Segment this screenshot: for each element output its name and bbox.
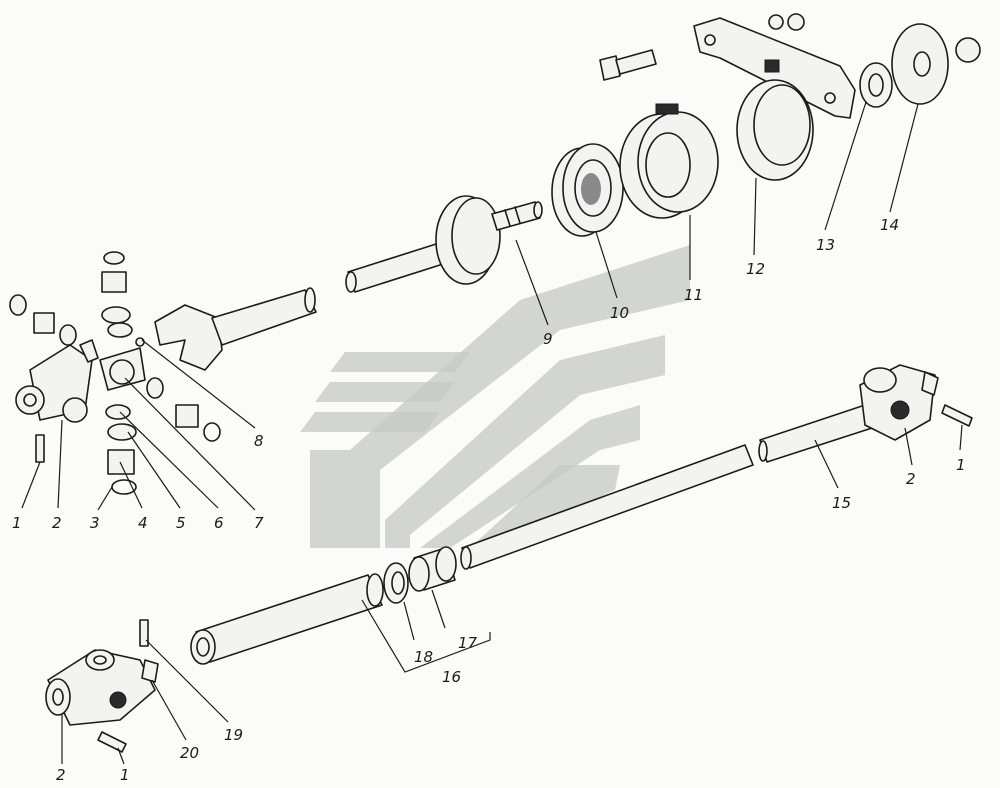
callout-6: 6 [214,514,224,532]
pin-19 [139,619,149,647]
yoke-shaft-8 [154,287,317,371]
watermark-logo [300,245,690,548]
callout-2-bottom: 2 [56,766,66,784]
callout-15: 15 [832,494,851,512]
callout-1-right: 1 [956,456,966,474]
callout-10: 10 [610,304,629,322]
callout-12: 12 [746,260,765,278]
bearing-10 [551,143,624,237]
bracket-12 [693,17,856,181]
callout-2-right: 2 [906,470,916,488]
callout-7: 7 [254,514,264,532]
callout-16: 16 [442,668,461,686]
washer-13 [859,62,893,108]
pin-1-left [35,434,45,463]
hardware-bolt-nuts [599,13,981,81]
callout-20: 20 [180,744,199,762]
callout-9: 9 [543,330,553,348]
yoke-2-left [15,339,99,423]
callout-18: 18 [414,648,433,666]
shaft-9 [345,195,543,293]
tube-16 [190,573,384,665]
callout-labels: 1 2 3 4 5 6 7 8 9 10 11 12 13 14 15 2 1 … [12,216,966,784]
callout-11: 11 [684,286,703,304]
yoke-2-bottom [45,649,159,726]
needle-bearings-set [9,251,221,495]
pin-1-right [941,404,973,427]
callout-19: 19 [224,726,243,744]
bushing-17 [408,546,457,592]
yoke-2-right [859,364,939,441]
pin-1-bottom [97,731,127,753]
cross-7 [99,347,146,391]
callout-8: 8 [254,432,264,450]
callout-17: 17 [458,634,478,652]
callout-13: 13 [816,236,835,254]
sleeve-11 [619,103,719,219]
washer-14 [891,23,949,105]
callout-14: 14 [880,216,899,234]
callout-2-left: 2 [52,514,62,532]
callout-4: 4 [138,514,148,532]
callout-1-bottom: 1 [120,766,130,784]
callout-5: 5 [176,514,186,532]
callout-1-left: 1 [12,514,22,532]
callout-3: 3 [90,514,100,532]
leader-lines [21,101,963,765]
ring-18 [383,562,409,604]
